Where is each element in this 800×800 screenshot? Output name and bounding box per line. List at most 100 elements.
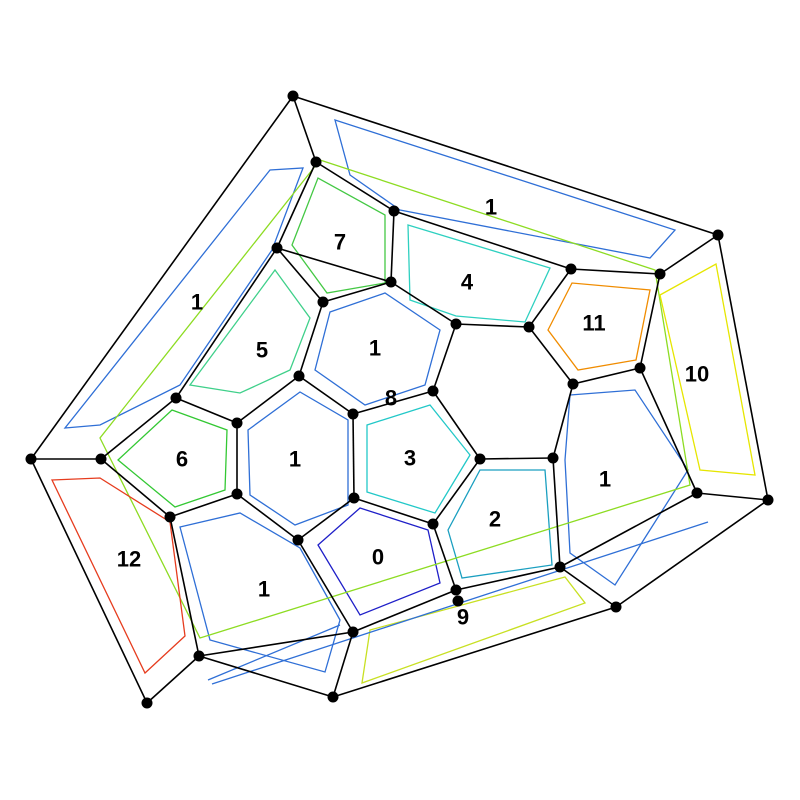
- graph-edge: [198, 655, 334, 698]
- face-outline-face-11: [547, 282, 651, 371]
- graph-edge: [559, 566, 617, 608]
- graph-vertex: [287, 90, 299, 102]
- face-outline-face-1-center-upper: [314, 292, 441, 406]
- graph-edge: [696, 492, 769, 501]
- face-outline-face-3: [366, 404, 471, 514]
- graph-edge: [322, 281, 392, 303]
- graph-edge: [528, 326, 574, 385]
- graph-edge: [455, 566, 561, 591]
- graph-vertex: [292, 534, 304, 546]
- face-outline-face-4: [407, 224, 551, 323]
- face-outline-face-9: [361, 576, 587, 684]
- face-label-outer-left: 1: [191, 290, 203, 315]
- graph-edge: [30, 458, 148, 704]
- graph-vertex: [193, 650, 205, 662]
- graph-edge: [236, 493, 299, 541]
- graph-edge: [198, 631, 354, 657]
- graph-vertex: [95, 453, 107, 465]
- graph-edge: [572, 367, 641, 385]
- graph-edge: [570, 268, 661, 275]
- face-outlines: [50, 119, 756, 685]
- graph-edge: [332, 631, 354, 698]
- graph-vertex: [712, 229, 724, 241]
- graph-edge: [297, 497, 355, 541]
- graph-vertex: [348, 492, 360, 504]
- face-outline-face-10: [659, 262, 756, 476]
- graph-edge: [276, 161, 317, 249]
- face-label-face-1-center-upper: 1: [369, 336, 381, 361]
- graph-edges: [30, 95, 769, 704]
- graph-edge: [552, 457, 561, 568]
- face-label-face-6: 6: [176, 447, 188, 472]
- graph-edge: [432, 390, 481, 460]
- graph-vertex: [141, 697, 153, 709]
- graph-vertices: [25, 90, 774, 709]
- face-outline-face-1-lower-left: [179, 512, 341, 673]
- graph-edge: [100, 397, 177, 460]
- graph-edge: [559, 492, 698, 568]
- graph-edge: [353, 497, 434, 525]
- face-outline-face-1-right: [564, 389, 689, 586]
- graph-edge: [479, 457, 554, 460]
- graph-edge: [332, 606, 617, 698]
- graph-edge: [432, 523, 457, 591]
- face-outline-face-7: [291, 177, 386, 294]
- graph-edge: [236, 375, 300, 424]
- face-outline-extra-1: [207, 624, 341, 681]
- graph-edge: [298, 301, 324, 377]
- graph-edge: [615, 499, 769, 608]
- graph-edge: [552, 383, 574, 459]
- graph-edge: [352, 413, 355, 499]
- graph-edge: [390, 281, 457, 325]
- graph-vertex: [427, 385, 439, 397]
- graph-edge: [390, 210, 395, 283]
- graph-edge: [175, 397, 238, 424]
- graph-edge: [528, 268, 572, 328]
- graph-edge: [432, 323, 457, 392]
- face-outline-face-1-center-mid: [247, 391, 349, 526]
- face-label-face-3: 3: [404, 446, 416, 471]
- graph-edge: [352, 390, 434, 415]
- graph-vertex: [634, 362, 646, 374]
- graph-edge: [639, 273, 661, 369]
- graph-vertex: [164, 511, 176, 523]
- face-label-face-1-lower-left: 1: [258, 577, 270, 602]
- graph-vertex: [388, 205, 400, 217]
- graph-vertex: [347, 408, 359, 420]
- graph-edge: [169, 493, 238, 518]
- graph-edge: [352, 589, 457, 633]
- face-outline-face-8: [99, 159, 691, 639]
- graph-edge: [100, 458, 171, 518]
- graph-edge: [292, 95, 317, 163]
- graph-edge: [169, 516, 200, 657]
- face-outline-outer-left: [63, 167, 304, 429]
- face-outline-face-0: [317, 507, 441, 616]
- graph-vertex: [231, 417, 243, 429]
- face-label-face-5: 5: [256, 338, 268, 363]
- graph-vertex: [385, 276, 397, 288]
- face-label-face-8: 8: [385, 386, 397, 411]
- face-outline-face-2: [447, 469, 553, 579]
- graph-vertex: [170, 392, 182, 404]
- graph-vertex: [450, 584, 462, 596]
- face-label-face-2: 2: [489, 507, 501, 532]
- graph-edge: [455, 323, 530, 328]
- graph-edge: [432, 458, 481, 525]
- face-label-face-1-right: 1: [599, 467, 611, 492]
- graph-vertex: [654, 268, 666, 280]
- face-label-face-0: 0: [372, 545, 384, 570]
- face-outline-face-6: [117, 409, 228, 508]
- graph-edge: [276, 247, 392, 283]
- graph-edge: [298, 375, 354, 415]
- face-label-face-9: 9: [457, 605, 469, 630]
- graph-vertex: [565, 263, 577, 275]
- graph-vertex: [231, 488, 243, 500]
- graph-edge: [30, 95, 294, 460]
- graph-vertex: [293, 370, 305, 382]
- graph-vertex: [427, 518, 439, 530]
- graph-edge: [315, 161, 395, 212]
- graph-edge: [276, 247, 324, 303]
- face-outline-face-12: [50, 477, 186, 675]
